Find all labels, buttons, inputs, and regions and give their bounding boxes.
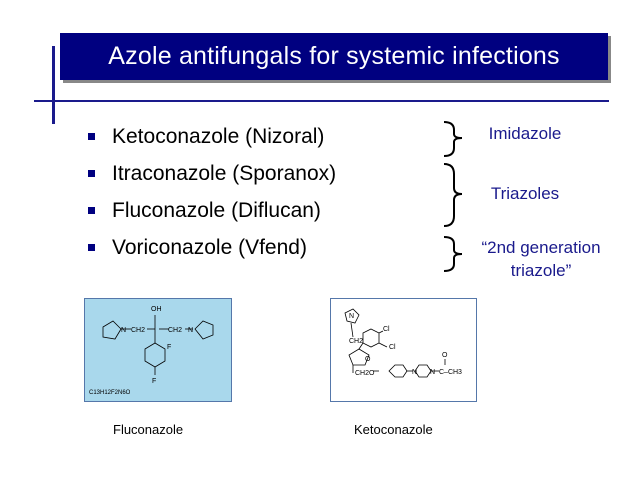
fluconazole-ch2a-label: CH2 xyxy=(131,327,145,334)
fluconazole-f2-label: F xyxy=(152,378,156,385)
title-banner: Azole antifungals for systemic infection… xyxy=(60,33,608,80)
square-bullet-icon xyxy=(88,133,95,140)
square-bullet-icon xyxy=(88,207,95,214)
fluconazole-n2-label: N xyxy=(188,327,193,334)
second-gen-label-line2: triazole” xyxy=(510,261,572,280)
triazoles-brace-icon xyxy=(443,163,463,227)
ketoconazole-n-label: N xyxy=(349,313,354,320)
list-item: Voriconazole (Vfend) xyxy=(88,229,336,266)
drug-list: Ketoconazole (Nizoral) Itraconazole (Spo… xyxy=(88,118,336,266)
ketoconazole-n2-label: N xyxy=(430,369,435,376)
fluconazole-ch2b-label: CH2 xyxy=(168,327,182,334)
list-item: Ketoconazole (Nizoral) xyxy=(88,118,336,155)
list-item: Fluconazole (Diflucan) xyxy=(88,192,336,229)
vertical-accent-line xyxy=(52,46,55,124)
drug-label: Voriconazole (Vfend) xyxy=(112,235,307,259)
horizontal-accent-line xyxy=(34,100,609,102)
slide-title: Azole antifungals for systemic infection… xyxy=(108,42,560,70)
drug-label: Fluconazole (Diflucan) xyxy=(112,198,321,222)
fluconazole-n1-label: N xyxy=(121,327,126,334)
ketoconazole-cl2-label: Cl xyxy=(389,344,396,351)
fluconazole-caption: Fluconazole xyxy=(113,422,184,437)
ketoconazole-ch2-label: CH2 xyxy=(349,338,363,345)
fluconazole-formula: C13H12F2N6O xyxy=(89,390,131,396)
ketoconazole-structure: N CH2 Cl Cl O CH2O N N O C–CH3 xyxy=(330,298,477,402)
drug-label: Ketoconazole (Nizoral) xyxy=(112,124,325,148)
drug-label: Itraconazole (Sporanox) xyxy=(112,161,337,185)
brace-group xyxy=(443,121,463,272)
ketoconazole-cl1-label: Cl xyxy=(383,326,390,333)
list-item: Itraconazole (Sporanox) xyxy=(88,155,336,192)
ketoconazole-caption: Ketoconazole xyxy=(354,422,433,437)
square-bullet-icon xyxy=(88,244,95,251)
fluconazole-structure-drawing: OH N N CH2 CH2 F F C13H12F2N6O xyxy=(89,306,214,396)
ketoconazole-carbonyl-o-label: O xyxy=(442,352,448,359)
fluconazole-f1-label: F xyxy=(167,344,171,351)
triazoles-label: Triazoles xyxy=(490,184,560,203)
ketoconazole-o-label: O xyxy=(365,356,371,363)
second-gen-label-line1: “2nd generation xyxy=(481,238,601,257)
ketoconazole-ch2o-label: CH2O xyxy=(355,370,375,377)
imidazole-label: Imidazole xyxy=(488,124,562,143)
ketoconazole-acetyl-label: C–CH3 xyxy=(439,369,462,376)
imidazole-brace-icon xyxy=(443,121,463,157)
ketoconazole-structure-drawing: N CH2 Cl Cl O CH2O N N O C–CH3 xyxy=(344,308,462,378)
fluconazole-oh-label: OH xyxy=(151,306,162,313)
square-bullet-icon xyxy=(88,170,95,177)
fluconazole-structure: OH N N CH2 CH2 F F C13H12F2N6O xyxy=(84,298,232,402)
second-gen-brace-icon xyxy=(443,236,463,272)
ketoconazole-n1-label: N xyxy=(412,369,417,376)
